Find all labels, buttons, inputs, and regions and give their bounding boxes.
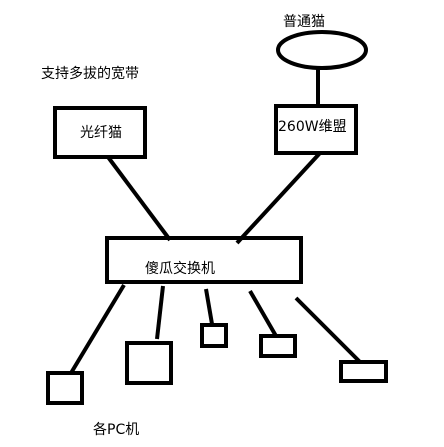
pc-link-4 (248, 289, 278, 338)
pc-box-3 (200, 323, 228, 348)
modem-label: 普通猫 (283, 14, 325, 30)
fiber-modem-label: 光纤猫 (80, 125, 122, 141)
router-shape (274, 104, 358, 155)
switch-label: 傻瓜交换机 (145, 261, 215, 277)
pc-box-4 (259, 334, 297, 358)
pcs-label: 各PC机 (93, 422, 140, 438)
title-note-label: 支持多拔的宽带 (41, 66, 139, 82)
pc-box-5 (339, 360, 388, 383)
router-label: 260W维盟 (278, 119, 347, 135)
pc-link-5 (294, 296, 362, 364)
pc-box-2 (125, 341, 173, 385)
pc-box-1 (46, 371, 84, 405)
modem-shape (276, 30, 368, 70)
pc-link-2 (155, 285, 165, 340)
router-switch-link (235, 151, 322, 245)
switch-shape (105, 236, 303, 284)
fiber-switch-link (106, 155, 172, 242)
pc-link-1 (69, 283, 126, 375)
pc-link-3 (204, 288, 214, 325)
fiber-modem-shape (53, 106, 147, 159)
